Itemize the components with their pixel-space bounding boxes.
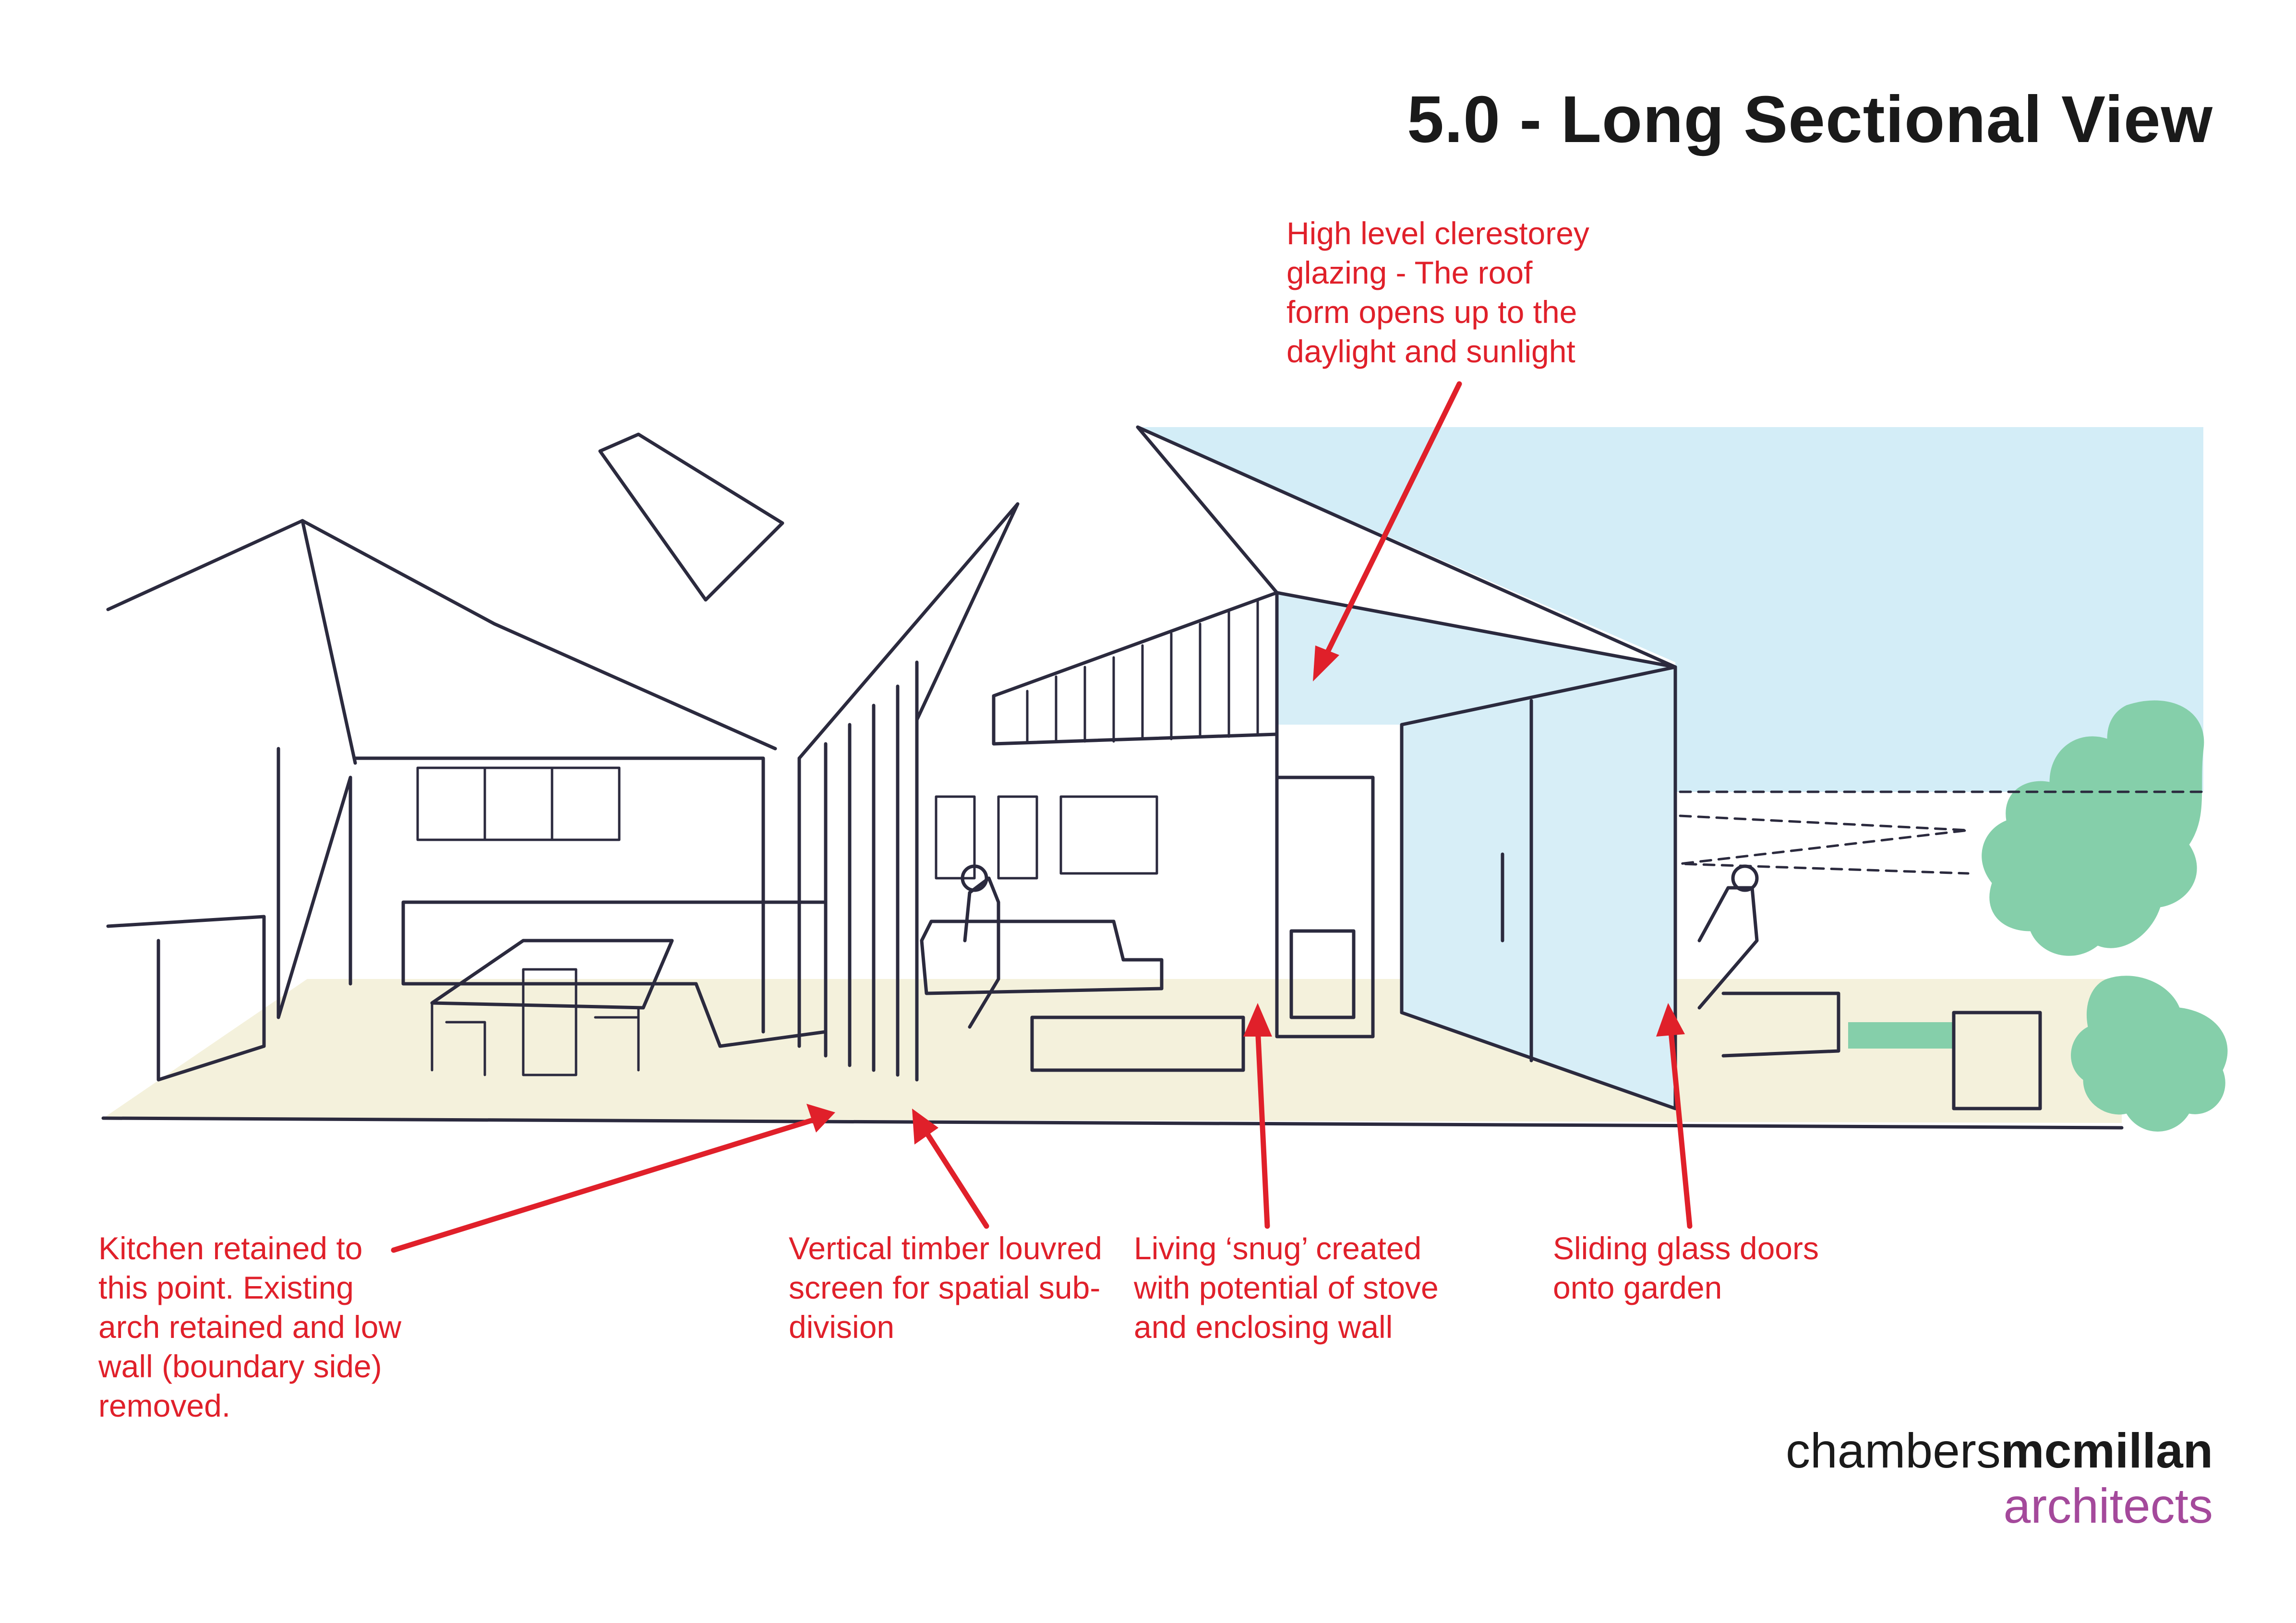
- arrow-doors: [1668, 1024, 1693, 1229]
- kitchen-units: [353, 756, 765, 1034]
- existing-roof: [106, 519, 777, 751]
- planter-green: [1848, 1022, 1954, 1049]
- arrow-louvre: [924, 1130, 989, 1229]
- coffee-table: [1030, 1015, 1245, 1072]
- annotation-arrows: [391, 381, 1693, 1253]
- brand-name-light: chambers: [1785, 1423, 2001, 1478]
- brand-name-bold: mcmillan: [2000, 1423, 2213, 1478]
- arrow-kitchen: [391, 1118, 814, 1253]
- new-roof-ridge: [1136, 425, 1677, 669]
- roof-gable: [301, 519, 357, 765]
- annotation-line: with potential of stove: [1134, 1270, 1439, 1305]
- brand-name: chambersmcmillan: [1786, 1423, 2213, 1479]
- louvre-screen: [797, 660, 919, 1082]
- annotation-sliding-doors: Sliding glass doors onto garden: [1553, 1229, 1819, 1307]
- annotation-line: screen for spatial sub-: [789, 1270, 1101, 1305]
- snug-windows: [935, 795, 1158, 880]
- annotation-line: wall (boundary side): [98, 1349, 382, 1384]
- annotation-line: division: [789, 1309, 895, 1345]
- stove: [1289, 929, 1356, 1019]
- snug-wall: [1275, 732, 1375, 1038]
- annotation-line: removed.: [98, 1388, 231, 1423]
- garden-figure-head: [1731, 864, 1759, 892]
- kitchen-wall-left: [106, 915, 266, 1082]
- page-title: 5.0 - Long Sectional View: [1407, 83, 2213, 156]
- annotation-kitchen: Kitchen retained to this point. Existing…: [98, 1229, 401, 1425]
- annotation-line: Sliding glass doors: [1553, 1230, 1819, 1266]
- annotation-snug: Living ‘snug’ created with potential of …: [1134, 1229, 1439, 1347]
- annotation-line: Living ‘snug’ created: [1134, 1230, 1422, 1266]
- wall-cabinets: [416, 766, 621, 841]
- annotation-line: this point. Existing: [98, 1270, 354, 1305]
- annotation-line: daylight and sunlight: [1286, 334, 1575, 369]
- new-roof-left: [797, 502, 1020, 760]
- annotation-clerestorey: High level clerestorey glazing - The roo…: [1286, 214, 1589, 371]
- sky-background: [1138, 427, 2203, 792]
- clerestorey-underside: [992, 591, 1279, 746]
- skylight: [598, 432, 784, 602]
- brand-subtitle: architects: [2003, 1479, 2213, 1533]
- clerestorey-mullions: [1026, 598, 1259, 743]
- figure-head: [961, 864, 988, 892]
- clerestorey-glazing: [1277, 593, 1675, 1109]
- annotation-line: onto garden: [1553, 1270, 1722, 1305]
- dining-table: [430, 939, 674, 1010]
- annotation-line: glazing - The roof: [1286, 255, 1533, 290]
- annotation-line: High level clerestorey: [1286, 215, 1589, 251]
- seated-figure: [963, 876, 1000, 1029]
- ground-line: [101, 1116, 2124, 1130]
- snug-sofa: [920, 919, 1164, 995]
- garden-bench: [1721, 991, 1840, 1058]
- annotation-louvre-screen: Vertical timber louvred screen for spati…: [789, 1229, 1102, 1347]
- annotation-line: and enclosing wall: [1134, 1309, 1393, 1345]
- dining-chairs: [431, 968, 640, 1076]
- annotation-line: form opens up to the: [1286, 294, 1577, 330]
- shrub-foliage: [2071, 976, 2228, 1132]
- kitchen-arch: [276, 747, 352, 1019]
- garden-planter: [1952, 1011, 2042, 1110]
- garden-fence: [1679, 814, 1970, 875]
- door-frame: [1400, 665, 1677, 1110]
- arrow-clerestorey: [1322, 381, 1462, 660]
- arrow-snug: [1255, 1024, 1270, 1229]
- annotation-line: Vertical timber louvred: [789, 1230, 1102, 1266]
- tree-foliage: [1982, 700, 2204, 956]
- annotation-line: Kitchen retained to: [98, 1230, 363, 1266]
- annotation-line: arch retained and low: [98, 1309, 402, 1345]
